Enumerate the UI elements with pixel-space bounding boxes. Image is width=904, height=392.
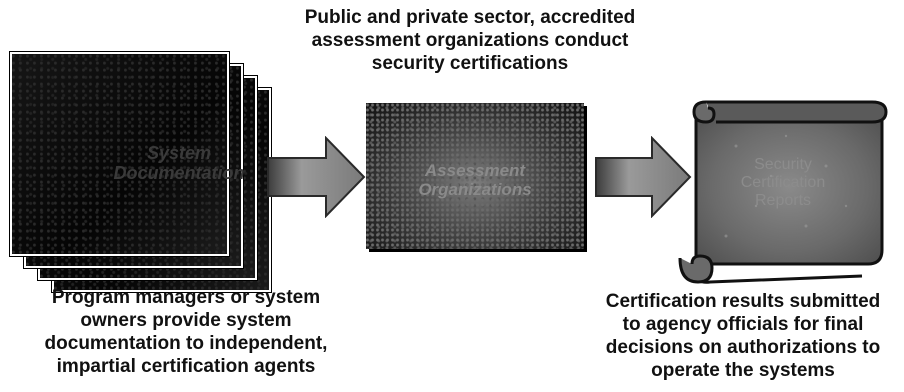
caption-line: owners provide system	[80, 310, 292, 331]
caption-line: security certifications	[371, 53, 569, 74]
node-label-line: Certification	[740, 174, 826, 191]
caption-line: operate the systems	[651, 360, 835, 381]
caption-program-managers: Program managers or system owners provid…	[0, 286, 372, 378]
documents-node-label: System Documentation	[94, 143, 264, 183]
caption-line: documentation to independent,	[44, 333, 328, 354]
document-page	[10, 52, 229, 256]
caption-certification-results: Certification results submitted to agenc…	[582, 290, 904, 382]
caption-line: to agency officials for final	[622, 314, 864, 335]
caption-line: impartial certification agents	[56, 356, 316, 377]
caption-line: Program managers or system	[51, 287, 321, 308]
node-label-line: Documentation	[113, 163, 245, 183]
caption-line: Certification results submitted	[605, 291, 881, 312]
right-arrow-icon	[267, 136, 366, 218]
right-arrow-icon	[595, 136, 692, 218]
report-node-label: Security Certification Reports	[718, 156, 848, 210]
caption-line: decisions on authorizations to	[605, 337, 881, 358]
assessment-node-label: Assessment Organizations	[366, 161, 584, 199]
scroll-icon	[678, 100, 888, 284]
node-label-line: Security	[754, 156, 812, 173]
node-label-line: System	[146, 143, 212, 163]
assessment-organizations-box: Assessment Organizations	[366, 103, 584, 249]
caption-line: assessment organizations conduct	[311, 30, 629, 51]
node-label-line: Reports	[754, 192, 812, 209]
node-label-line: Organizations	[418, 180, 532, 199]
node-label-line: Assessment	[424, 161, 526, 180]
caption-line: Public and private sector, accredited	[304, 7, 636, 28]
caption-assessment-organizations: Public and private sector, accredited as…	[240, 6, 700, 75]
